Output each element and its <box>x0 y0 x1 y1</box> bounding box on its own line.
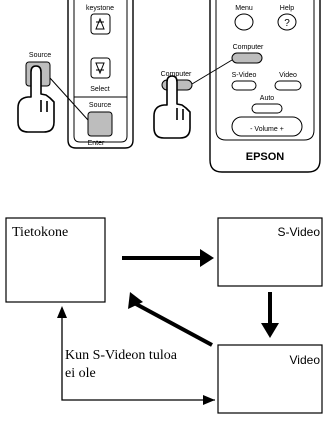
help-button[interactable]: ? <box>277 13 297 31</box>
keystone-label: keystone <box>86 5 114 12</box>
enter-label: Enter <box>88 140 105 147</box>
note-line-1: Kun S-Videon tuloa <box>65 348 178 363</box>
select-label: Select <box>90 86 110 93</box>
menu-label: Menu <box>235 5 253 12</box>
computer-side-label: Computer <box>161 71 192 78</box>
box-svideo-label: S-Video <box>278 225 321 239</box>
computer-button[interactable] <box>231 52 263 64</box>
svideo-button[interactable] <box>231 80 257 91</box>
note-line-2: ei ole <box>65 366 96 381</box>
svideo-label: S-Video <box>232 72 257 79</box>
box-video <box>217 344 323 414</box>
box-video-label: Video <box>290 353 321 367</box>
source-leader-line <box>49 77 89 121</box>
source-label: Source <box>89 102 111 109</box>
volume-label: - Volume + <box>250 126 284 133</box>
volume-rocker[interactable] <box>231 116 303 137</box>
projector-control-panel: keystone Select Source Enter <box>67 0 134 149</box>
source-label-left: Source <box>29 52 51 59</box>
question-icon: ? <box>284 18 290 29</box>
epson-logo: EPSON <box>246 151 285 163</box>
computer-label: Computer <box>233 44 264 51</box>
video-label: Video <box>279 72 297 79</box>
help-label: Help <box>280 5 295 12</box>
box-svideo <box>217 217 323 287</box>
menu-button[interactable] <box>234 13 254 31</box>
keystone-down-button[interactable] <box>90 57 111 79</box>
video-button[interactable] <box>274 80 302 91</box>
computer-leader-line <box>191 59 233 85</box>
remote-control: Menu Help ? Computer S-Video Video Auto … <box>209 0 321 173</box>
source-enter-button[interactable] <box>87 111 113 137</box>
arrow-video-to-computer <box>135 302 213 347</box>
keystone-up-button[interactable] <box>90 13 111 35</box>
arrow-bypass-to-computer <box>61 312 215 401</box>
hand-pointer-icon <box>17 65 55 133</box>
auto-button[interactable] <box>251 103 283 114</box>
box-computer-label: Tietokone <box>12 225 68 240</box>
hand-pointer-icon <box>153 75 191 139</box>
auto-label: Auto <box>260 95 275 102</box>
box-computer <box>5 217 106 303</box>
